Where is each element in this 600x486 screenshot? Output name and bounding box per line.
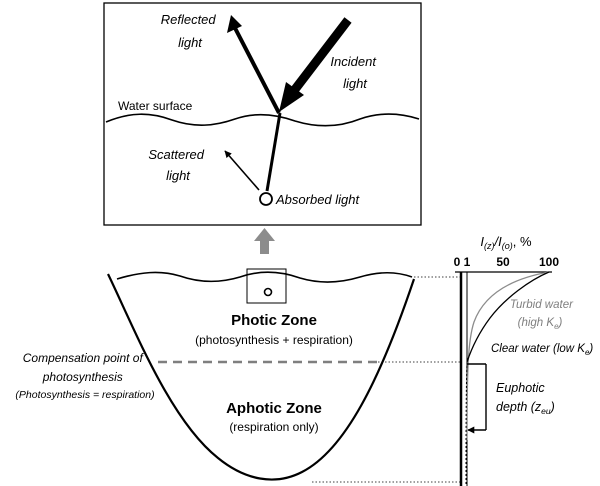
clear-label-sub: e <box>585 348 590 357</box>
water-surface-label: Water surface <box>118 99 193 113</box>
scattered-label-1: Scattered <box>148 147 204 162</box>
inset-source-box <box>246 268 287 304</box>
absorbed-light-label: Absorbed light <box>275 192 360 207</box>
transmitted-light-line <box>265 112 282 192</box>
clear-label-1: Clear water (low K <box>491 343 586 355</box>
tick-label-50: 50 <box>496 255 510 269</box>
clear-water-tail <box>465 361 468 486</box>
tick-label-0: 0 <box>454 255 461 269</box>
svg-text:Euphotic depth (zeu): Euphotic depth (zeu) <box>496 381 555 416</box>
euphotic-label-sub: eu <box>541 406 551 416</box>
clear-label-2: ) <box>587 343 593 355</box>
inset-source-dot <box>263 287 273 297</box>
scattered-light-arrow <box>224 150 260 191</box>
turbid-label-3: ) <box>557 317 563 329</box>
scattered-label-2: light <box>166 168 191 183</box>
euphotic-label-3: ) <box>549 400 555 414</box>
compensation-label-3: (Photosynthesis = respiration) <box>15 389 154 401</box>
svg-text:Compensation point of ph: Compensation point of photosynthesis (Ph… <box>15 349 154 401</box>
guide-lines <box>312 276 460 483</box>
svg-text:Scattered light: Scattered light <box>148 147 207 183</box>
turbid-label-2: (high K <box>518 317 556 329</box>
svg-text:Incident light: Incident light <box>330 54 379 91</box>
reflected-label-2: light <box>178 35 203 50</box>
turbid-water-curve <box>466 271 550 441</box>
compensation-label-2: photosynthesis <box>42 370 123 384</box>
compensation-label-1: Compensation point of <box>23 351 145 365</box>
euphotic-depth-bracket <box>467 363 487 434</box>
euphotic-label-1: Euphotic <box>496 381 545 395</box>
turbid-label-1: Turbid water <box>510 299 574 311</box>
turbid-label-sub: e <box>554 322 559 331</box>
lake-basin-outline <box>107 273 416 481</box>
inset-panel: Reflected light Incident light Water sur… <box>103 2 422 226</box>
svg-text:Reflected light: Reflected light <box>161 12 220 50</box>
absorbed-light-circle <box>259 192 273 206</box>
zoom-up-arrow <box>254 228 275 254</box>
profile-axis-title: I(z)/I(o), % <box>480 234 532 251</box>
incident-label-1: Incident <box>330 54 377 69</box>
euphotic-label-2: depth (z <box>496 400 542 414</box>
aphotic-zone-subtitle: (respiration only) <box>229 420 318 434</box>
photic-zone-title: Photic Zone <box>231 312 317 329</box>
tick-label-100: 100 <box>539 255 559 269</box>
lake-water-surface <box>116 271 413 283</box>
svg-text:Clear water (low Ke): Clear water (low Ke) <box>491 343 593 357</box>
reflected-light-arrow <box>227 15 281 114</box>
aphotic-zone-title: Aphotic Zone <box>226 400 322 417</box>
svg-text:Turbid water (high Ke): Turbid water (high Ke) <box>510 299 576 331</box>
photic-zone-subtitle: (photosynthesis + respiration) <box>195 333 353 347</box>
incident-light-arrow <box>279 17 352 112</box>
incident-label-2: light <box>343 76 368 91</box>
inset-water-surface-line <box>105 113 420 127</box>
reflected-label-1: Reflected <box>161 12 217 27</box>
clear-water-curve <box>466 271 550 363</box>
light-profile-plot: I(z)/I(o), % 0 1 50 100 Turbid water (hi… <box>454 234 593 486</box>
lake-cross-section: Photic Zone (photosynthesis + respiratio… <box>15 268 416 481</box>
tick-label-1: 1 <box>464 255 471 269</box>
